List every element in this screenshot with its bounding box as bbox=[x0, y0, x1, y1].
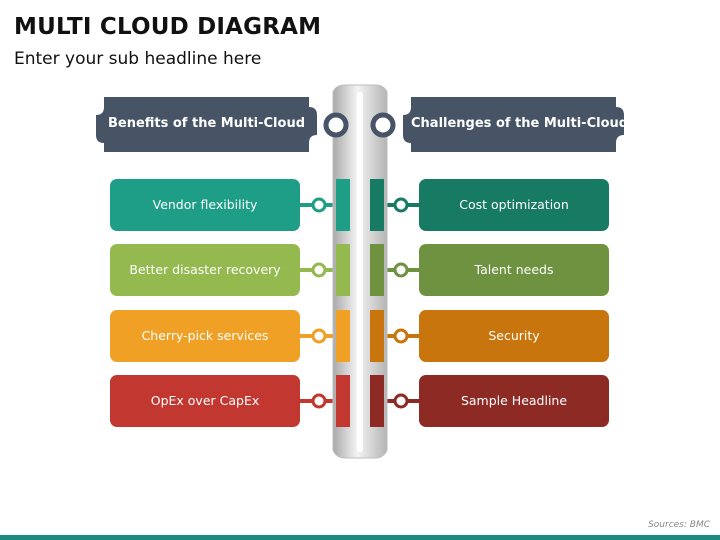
source-note: Sources: BMC bbox=[648, 520, 710, 530]
right-box-4 bbox=[419, 375, 609, 427]
left-header-label: Benefits of the Multi-Cloud bbox=[107, 116, 306, 131]
right-box-label-1: Cost optimization bbox=[459, 197, 569, 212]
pole-band-right-4 bbox=[370, 375, 384, 427]
left-box-3 bbox=[110, 310, 300, 362]
right-ring-4 bbox=[393, 393, 409, 409]
left-header-plaque bbox=[96, 97, 317, 152]
right-box-2 bbox=[419, 244, 609, 296]
page-title: MULTI CLOUD DIAGRAM bbox=[14, 14, 322, 40]
left-box-label-4: OpEx over CapEx bbox=[150, 393, 260, 408]
right-box-1 bbox=[419, 179, 609, 231]
pole-band-left-4 bbox=[336, 375, 350, 427]
pole-band-left-3 bbox=[336, 310, 350, 362]
right-header-ring bbox=[370, 112, 396, 138]
left-box-1 bbox=[110, 179, 300, 231]
right-ring-2 bbox=[393, 262, 409, 278]
pole-band-left-2 bbox=[336, 244, 350, 296]
right-ring-1 bbox=[393, 197, 409, 213]
left-header-ring bbox=[323, 112, 349, 138]
left-box-label-1: Vendor flexibility bbox=[152, 197, 258, 212]
right-box-label-4: Sample Headline bbox=[460, 393, 568, 408]
right-box-3 bbox=[419, 310, 609, 362]
right-box-label-2: Talent needs bbox=[474, 262, 554, 277]
right-box-label-3: Security bbox=[488, 328, 540, 343]
left-box-4 bbox=[110, 375, 300, 427]
left-ring-4 bbox=[311, 393, 327, 409]
pole-band-right-2 bbox=[370, 244, 384, 296]
left-ring-2 bbox=[311, 262, 327, 278]
pole-band-left-1 bbox=[336, 179, 350, 231]
pole-slot bbox=[357, 92, 363, 452]
left-box-2 bbox=[110, 244, 300, 296]
pole-band-right-1 bbox=[370, 179, 384, 231]
bottom-accent-bar bbox=[0, 535, 720, 540]
left-box-label-3: Cherry-pick services bbox=[141, 328, 269, 343]
right-header-plaque bbox=[403, 97, 624, 152]
right-ring-3 bbox=[393, 328, 409, 344]
left-ring-1 bbox=[311, 197, 327, 213]
left-box-label-2: Better disaster recovery bbox=[129, 262, 281, 277]
right-header-label: Challenges of the Multi-Cloud bbox=[411, 116, 629, 131]
page-subtitle: Enter your sub headline here bbox=[14, 49, 262, 69]
left-ring-3 bbox=[311, 328, 327, 344]
pole-band-right-3 bbox=[370, 310, 384, 362]
